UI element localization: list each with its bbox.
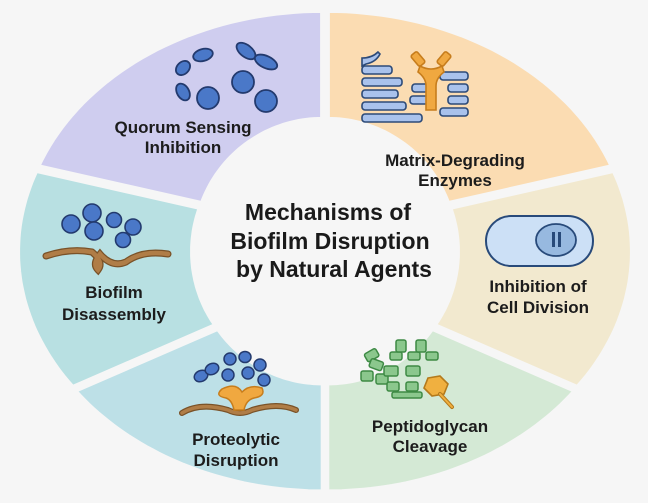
label-biofilm-line-2: Disassembly [62,305,166,324]
label-matrix-line-2: Enzymes [418,171,492,190]
label-biofilm-line-1: Biofilm [85,283,143,302]
label-division-line-2: Cell Division [487,298,589,317]
segment-peptidoglycan-cleavage: Peptidoglycan Cleavage [360,339,488,456]
center-disc [193,119,457,383]
label-proteolytic-line-1: Proteolytic [192,430,280,449]
peptidoglycan-scissor-icon [360,339,439,399]
title-line-3: by Natural Agents [236,256,432,282]
protease-biofilm-icon [179,350,299,416]
label-quorum-line-2: Inhibition [145,138,221,157]
title-line-2: Biofilm Disruption [230,228,429,254]
label-division-line-1: Inhibition of [489,277,587,296]
segment-matrix-degrading-enzymes: Matrix-Degrading Enzymes [361,50,525,190]
center-title: Mechanisms of Biofilm Disruption by Natu… [230,199,432,282]
segment-quorum-sensing-inhibition: Quorum Sensing Inhibition [115,41,279,157]
bacteria-cells-icon [175,41,279,113]
segment-biofilm-disassembly: Biofilm Disassembly [42,203,172,324]
cleaving-enzyme-icon [423,375,454,409]
enzyme-matrix-icon [361,50,469,123]
label-proteolytic-line-2: Disruption [194,451,279,470]
segment-wedge-matrix-degrading-enzymes [325,8,615,206]
segment-inhibition-of-cell-division: Inhibition of Cell Division [485,215,594,317]
label-peptidoglycan-line-1: Peptidoglycan [372,417,488,436]
biofilm-cells-icon [42,203,172,276]
dividing-cell-icon [485,215,594,267]
label-peptidoglycan-line-2: Cleavage [393,437,468,456]
label-quorum-line-1: Quorum Sensing [115,118,252,137]
segment-proteolytic-disruption: Proteolytic Disruption [179,350,299,470]
label-matrix-line-1: Matrix-Degrading [385,151,525,170]
title-line-1: Mechanisms of [245,199,411,225]
